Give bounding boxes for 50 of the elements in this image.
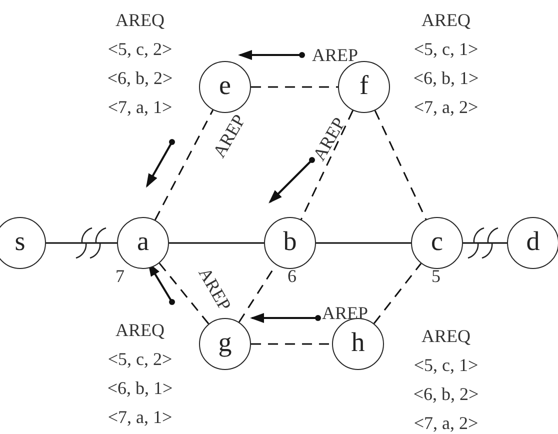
routing-entry: AREQ (422, 325, 470, 348)
routing-entry: <6, b, 1> (107, 377, 173, 400)
routing-entry: <5, c, 2> (108, 348, 172, 371)
hop-count: 6 (288, 265, 296, 288)
routing-entry: <7, a, 2> (414, 96, 478, 119)
routing-entry: <7, a, 2> (414, 412, 478, 434)
node-circle (338, 61, 390, 113)
link-line (46, 242, 117, 244)
message-label: AREP (312, 46, 358, 64)
dashed-link (251, 343, 332, 345)
routing-entry: AREQ (116, 9, 164, 32)
routing-entry: <5, c, 1> (414, 354, 478, 377)
node-label: a (137, 228, 149, 254)
dashed-link (300, 110, 354, 220)
dashed-link (374, 110, 427, 220)
dashed-link (158, 262, 210, 324)
node-label: h (351, 328, 365, 356)
routing-entry: <6, b, 2> (107, 67, 173, 90)
node-label: c (431, 228, 443, 254)
routing-entry: AREQ (116, 319, 164, 342)
node-label: f (360, 72, 368, 98)
routing-entry: <5, c, 2> (108, 38, 172, 61)
dashed-link (154, 110, 214, 220)
hop-count: 5 (432, 265, 440, 288)
link-line (316, 242, 411, 244)
message-label: AREP (322, 304, 368, 322)
routing-entry: <6, b, 1> (413, 67, 479, 90)
node-circle (264, 217, 316, 269)
hop-count: 7 (116, 265, 124, 288)
node-label: e (219, 72, 231, 98)
link-line (169, 242, 264, 244)
node-circle (411, 217, 463, 269)
routing-entry: AREQ (422, 9, 470, 32)
node-label: b (283, 228, 297, 254)
node-label: d (526, 228, 540, 254)
node-circle (199, 318, 251, 370)
node-circle (199, 61, 251, 113)
node-circle (507, 217, 558, 269)
routing-entry: <6, b, 2> (413, 383, 479, 406)
routing-entry: <7, a, 1> (108, 96, 172, 119)
dashed-link (251, 86, 338, 88)
dashed-link (373, 263, 422, 324)
node-label: s (14, 228, 26, 254)
link-line (463, 242, 507, 244)
node-circle (117, 217, 169, 269)
routing-entry: <7, a, 1> (108, 406, 172, 429)
node-circle (332, 318, 384, 370)
node-circle (0, 217, 46, 269)
routing-entry: <5, c, 1> (414, 38, 478, 61)
node-label: g (218, 328, 232, 356)
